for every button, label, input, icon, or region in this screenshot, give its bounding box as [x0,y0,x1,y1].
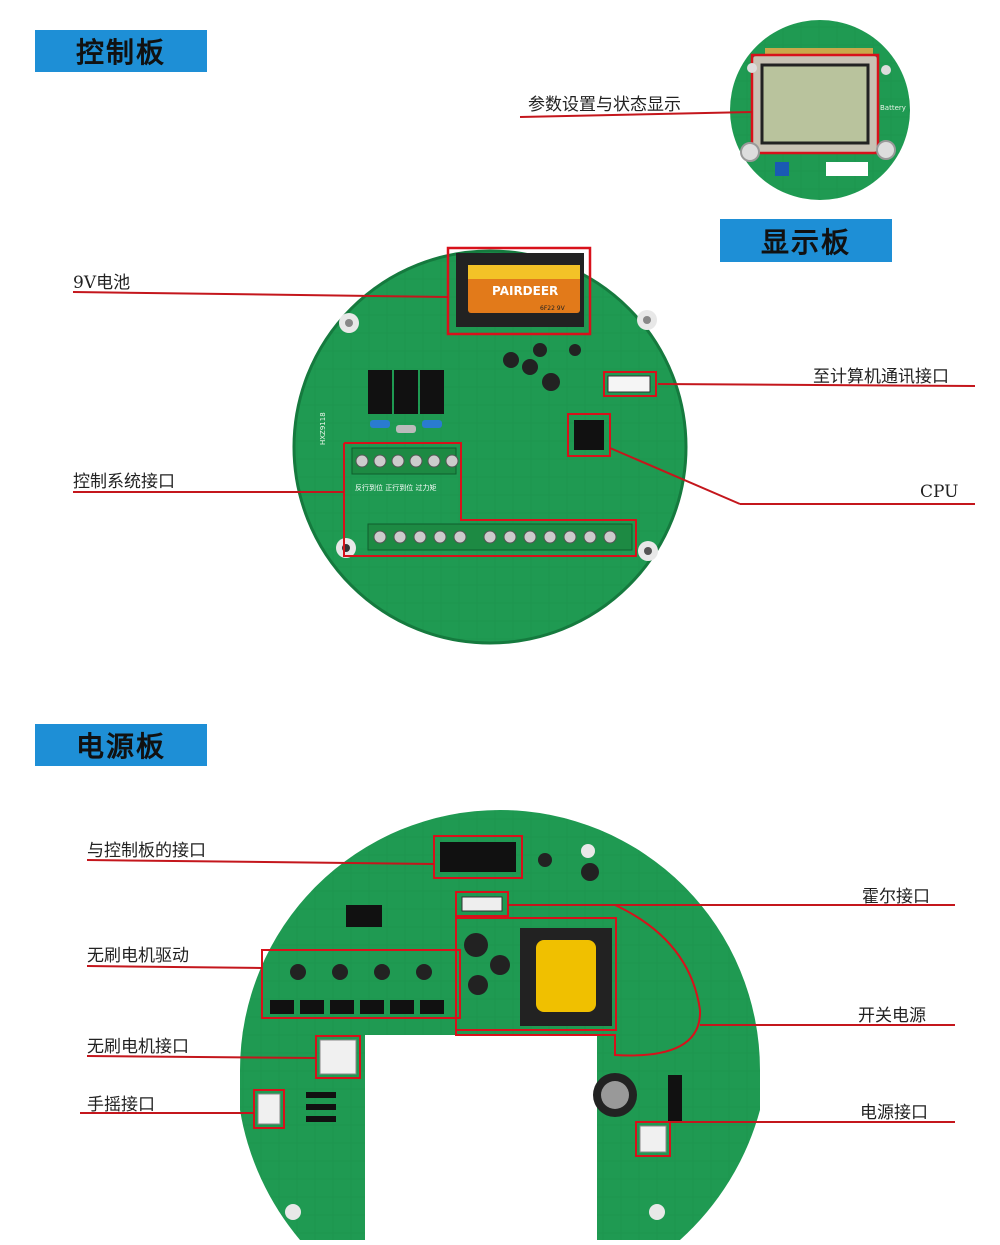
header-control-board: 控制板 [35,30,207,72]
label-cpu: CPU [920,482,959,502]
label-bldc-port: 无刷电机接口 [87,1037,189,1057]
label-power-port: 电源接口 [860,1103,928,1123]
model-code-text: HXZ9118 [319,412,327,445]
label-switching-psu: 开关电源 [858,1006,926,1026]
label-params-display: 参数设置与状态显示 [528,95,681,115]
label-pc-comm-port: 至计算机通讯接口 [813,367,949,387]
battery-silk-text: Battery [880,104,906,112]
header-display-board: 显示板 [720,219,892,262]
label-control-sys-port: 控制系统接口 [73,472,175,492]
label-control-board-port: 与控制板的接口 [87,841,206,861]
battery-model-text: 6F22 9V [540,305,566,312]
label-bldc-driver: 无刷电机驱动 [87,946,189,966]
leader-lines [72,111,976,1123]
control-board-image: PAIRDEER 6F22 9V 反行到位 正行到位 过力矩 [292,246,688,645]
display-board-image: Battery [730,20,910,200]
terminal-silk-text: 反行到位 正行到位 过力矩 [355,483,436,492]
label-battery-9v: 9V电池 [73,273,131,293]
label-hall-port: 霍尔接口 [862,887,930,907]
header-power-board: 电源板 [35,724,207,766]
battery-brand-text: PAIRDEER [492,284,558,298]
power-board-image [240,810,760,1245]
label-crank-port: 手摇接口 [87,1095,155,1115]
